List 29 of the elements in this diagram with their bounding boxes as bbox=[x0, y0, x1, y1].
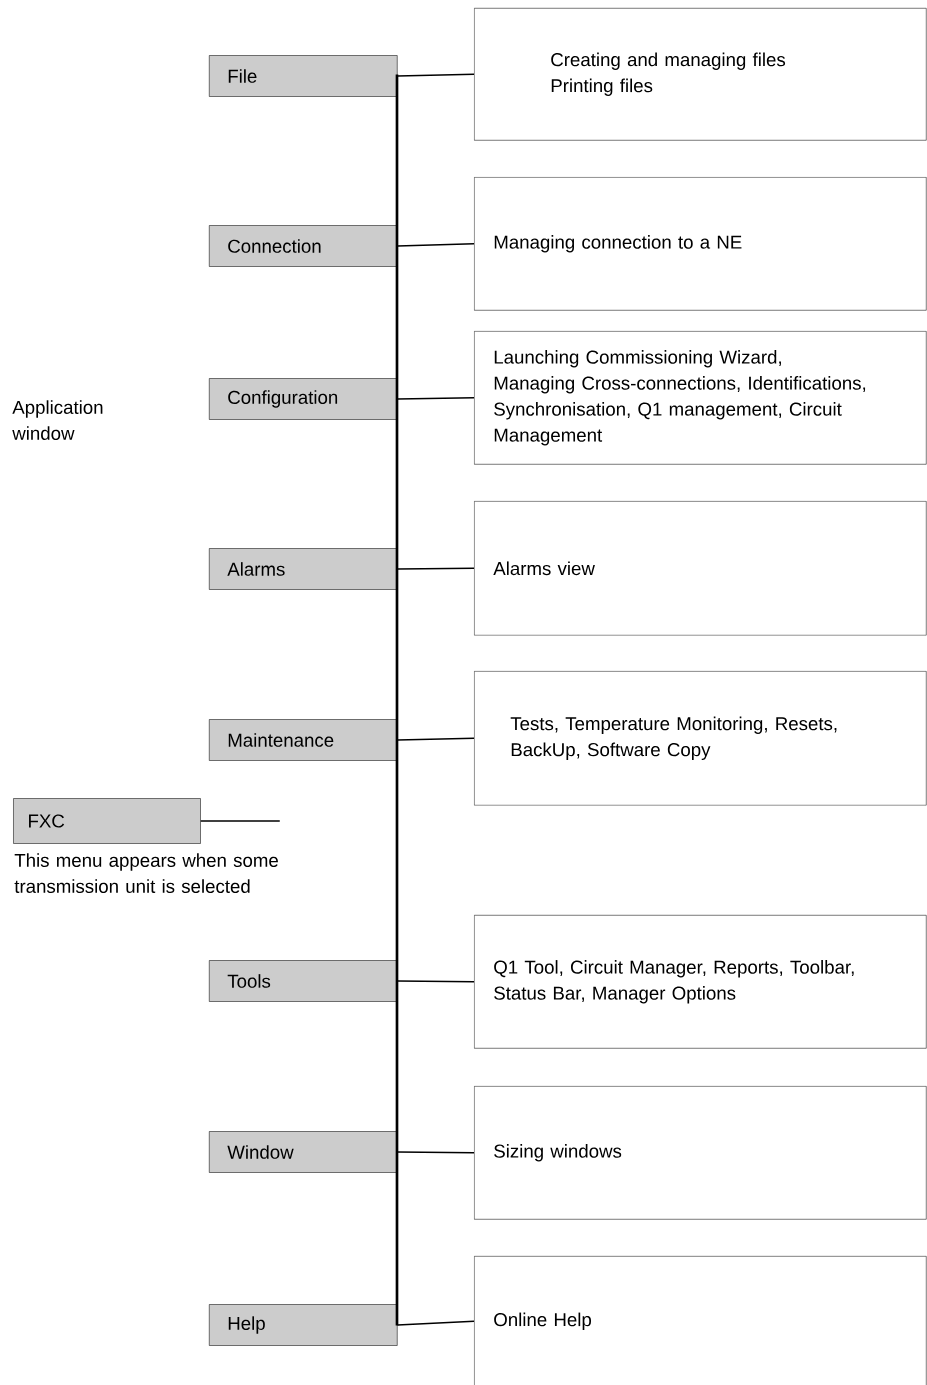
connector-line bbox=[396, 396, 475, 400]
description-box: Sizing windows bbox=[474, 1086, 927, 1220]
connector-line bbox=[396, 567, 475, 570]
description-box: Launching Commissioning Wizard, Managing Cross-connections, Identifications, Synchronisation, Q1 management, Circuit Management bbox=[474, 331, 927, 465]
menu-box: Maintenance bbox=[209, 719, 398, 761]
menu-box: Help bbox=[209, 1304, 398, 1346]
menu-box: Configuration bbox=[209, 378, 398, 420]
menu-box: File bbox=[209, 55, 398, 97]
description-box: Managing connection to a NE bbox=[474, 177, 927, 311]
menu-box: Window bbox=[209, 1131, 398, 1173]
description-box: Alarms view bbox=[474, 501, 927, 636]
connector-line bbox=[396, 1320, 475, 1326]
note-text: This menu appears when some transmission unit is selected bbox=[14, 853, 278, 893]
connector-line bbox=[396, 243, 475, 247]
description-box: Q1 Tool, Circuit Manager, Reports, Toolbar, Status Bar, Manager Options bbox=[474, 915, 927, 1049]
connector-line bbox=[396, 73, 475, 77]
menu-box: Alarms bbox=[209, 548, 398, 590]
description-box: Creating and managing files Printing files bbox=[474, 8, 927, 141]
connector-line bbox=[199, 820, 281, 822]
connector-line bbox=[396, 737, 475, 741]
menu-box: FXC bbox=[13, 798, 201, 844]
description-box: Tests, Temperature Monitoring, Resets, BackUp, Software Copy bbox=[474, 671, 927, 806]
window-label: Application window bbox=[12, 400, 103, 440]
connector-line bbox=[396, 980, 475, 983]
menu-box: Tools bbox=[209, 960, 398, 1002]
menu-box: Connection bbox=[209, 225, 398, 267]
description-box: Online Help bbox=[474, 1256, 927, 1385]
connector-line bbox=[396, 1151, 475, 1154]
bus-bar bbox=[395, 74, 399, 1326]
